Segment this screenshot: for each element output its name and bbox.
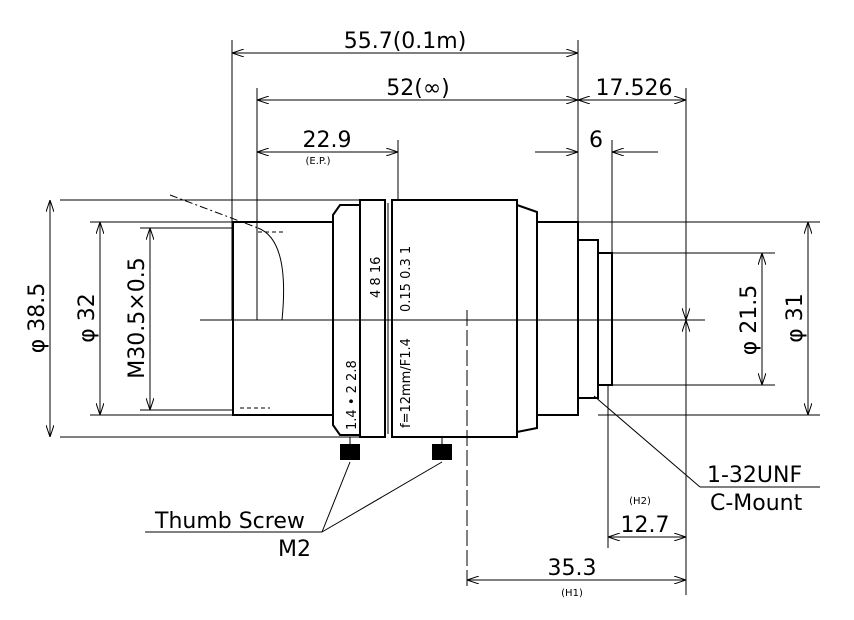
dim-filter-thread: M30.5×0.5: [125, 257, 150, 378]
dim-h2-note: (H2): [629, 496, 651, 507]
extension-lines: [60, 40, 820, 595]
mount-label: C-Mount: [710, 491, 803, 516]
dim-mount-length: 6: [589, 128, 603, 153]
focal-marking: f=12mm/F1.4: [399, 338, 414, 428]
dim-outer-diameter: φ 38.5: [25, 283, 50, 354]
dim-overall-inf: 52(∞): [386, 76, 450, 101]
thumb-screw-label: Thumb Screw: [154, 509, 305, 534]
iris-scale: 1.4 • 2 2.8: [345, 360, 360, 430]
dimension-lines: [50, 53, 808, 580]
thread-label: 1-32UNF: [707, 463, 802, 488]
dim-mount-diameter: φ 31: [783, 293, 808, 343]
thumb-screw-size: M2: [278, 537, 311, 562]
dim-rear-diameter: φ 21.5: [737, 285, 762, 356]
dim-flange-back: 17.526: [596, 76, 673, 101]
iris-scale-far: 4 8 16: [369, 257, 384, 298]
distance-scale: 0.15 0.3 1: [399, 246, 414, 312]
dim-entrance-pupil: 22.9: [303, 128, 352, 153]
dim-entrance-pupil-note: (E.P.): [306, 156, 331, 167]
dim-front-diameter: φ 32: [75, 293, 100, 343]
dim-h2: 12.7: [621, 513, 670, 538]
thumb-screw-2: [432, 437, 452, 460]
callout-leaders: [145, 395, 820, 533]
dim-h1: 35.3: [548, 556, 597, 581]
dim-h1-note: (H1): [561, 588, 583, 599]
thumb-screw-1: [340, 437, 360, 460]
lens-body: [169, 194, 613, 590]
dim-overall-close: 55.7(0.1m): [344, 29, 467, 54]
